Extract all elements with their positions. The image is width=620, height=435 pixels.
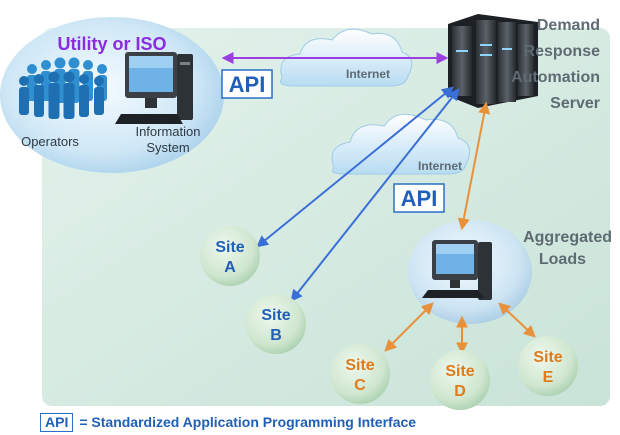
site-c-node <box>330 344 390 404</box>
api-box-top <box>221 69 273 99</box>
information-system-label-line1: Information <box>135 124 200 139</box>
site-d-label-line1: Site <box>445 363 474 380</box>
server-label-line2: Response <box>524 43 601 60</box>
utility-title: Utility or ISO <box>57 34 166 54</box>
computer-icon <box>115 52 193 124</box>
server-label-line4: Server <box>550 95 600 112</box>
site-b-label-line1: Site <box>261 307 290 324</box>
api-label-top: API <box>229 72 266 97</box>
api-box-mid <box>393 183 445 213</box>
site-e-label-line1: Site <box>533 349 562 366</box>
site-c-label-line1: Site <box>345 357 374 374</box>
server-label-line3: Automation <box>511 69 600 86</box>
api-label-mid: API <box>401 186 438 211</box>
aggregated-label-line2: Loads <box>539 251 586 268</box>
site-a-label-line1: Site <box>215 239 244 256</box>
aggregated-label-line1: Aggregated <box>523 229 612 246</box>
operators-icon <box>19 57 107 119</box>
site-c-label-line2: C <box>354 377 366 394</box>
operators-label: Operators <box>21 134 79 149</box>
internet-label-bottom: Internet <box>418 159 462 173</box>
site-e-label-line2: E <box>543 369 554 386</box>
site-d-label-line2: D <box>454 383 466 400</box>
site-e-node <box>518 336 578 396</box>
server-label-line1: Demand <box>537 17 600 34</box>
information-system-label-line2: System <box>146 140 189 155</box>
site-d-node <box>430 350 490 410</box>
legend-api-box: API <box>40 412 74 432</box>
site-b-label-line2: B <box>270 327 282 344</box>
aggregated-site-c-link <box>384 302 434 352</box>
site-b-node <box>246 294 306 354</box>
site-a-node <box>200 226 260 286</box>
server-site-b-link <box>290 88 460 302</box>
site-a-label-line2: A <box>224 259 236 276</box>
server-rack-icon <box>448 14 538 108</box>
internet-label-top: Internet <box>346 67 390 81</box>
aggregated-computer-icon <box>422 240 492 300</box>
server-aggregated-link <box>457 101 491 231</box>
legend: API = Standardized Application Programmi… <box>40 412 416 432</box>
legend-text: = Standardized Application Programming I… <box>79 414 417 430</box>
aggregated-site-e-link <box>498 302 536 338</box>
